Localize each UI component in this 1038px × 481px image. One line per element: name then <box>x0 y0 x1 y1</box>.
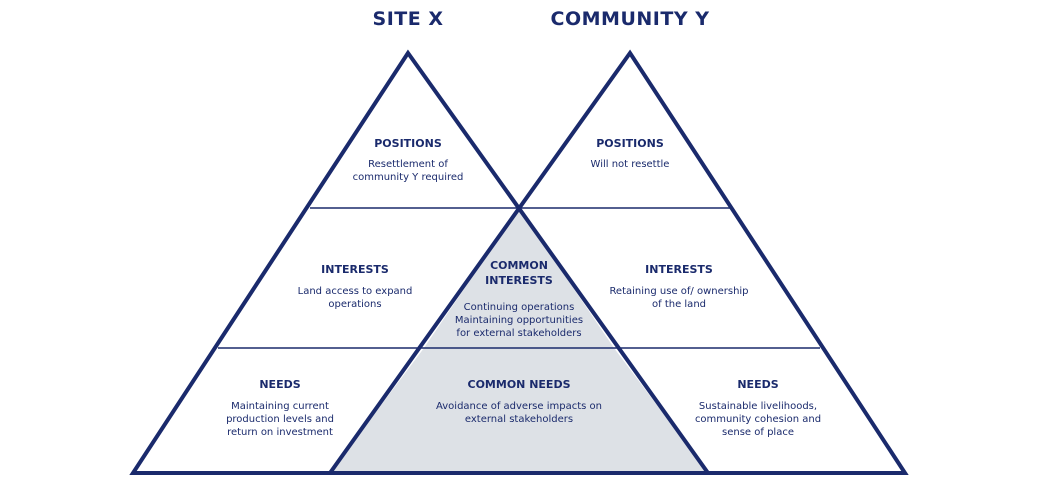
left-interests-heading: INTERESTS <box>321 263 389 276</box>
left-interests-line: Land access to expand <box>297 286 413 297</box>
right-interests-line: of the land <box>652 299 706 310</box>
right-positions: POSITIONS Will not resettle <box>550 137 710 171</box>
right-positions-line: Will not resettle <box>590 159 670 170</box>
common-needs-text: Avoidance of adverse impacts on external… <box>419 400 619 426</box>
right-title: COMMUNITY Y <box>550 8 710 30</box>
common-interests: COMMON INTERESTS Continuing operations M… <box>439 258 599 340</box>
right-interests-text: Retaining use of/ ownership of the land <box>589 285 769 311</box>
left-interests-line: operations <box>328 299 382 310</box>
right-needs-line: Sustainable livelihoods, <box>698 401 818 412</box>
left-positions-line: community Y required <box>352 172 464 183</box>
left-positions-heading: POSITIONS <box>374 137 442 150</box>
right-needs-line: sense of place <box>722 427 794 438</box>
common-needs-heading: COMMON NEEDS <box>467 378 571 391</box>
right-needs-line: community cohesion and <box>694 414 822 425</box>
right-interests-line: Retaining use of/ ownership <box>609 286 749 297</box>
left-positions-line: Resettlement of <box>368 159 448 170</box>
right-positions-heading: POSITIONS <box>596 137 664 150</box>
right-needs-text: Sustainable livelihoods, community cohes… <box>673 400 843 439</box>
right-interests-heading: INTERESTS <box>645 263 713 276</box>
left-needs: NEEDS Maintaining current production lev… <box>195 378 365 439</box>
left-needs-heading: NEEDS <box>259 378 301 391</box>
left-title: SITE X <box>372 8 444 30</box>
right-triangle <box>326 49 909 475</box>
left-needs-line: return on investment <box>227 427 333 438</box>
common-interests-line: Maintaining opportunities <box>454 315 584 326</box>
right-interests: INTERESTS Retaining use of/ ownership of… <box>589 263 769 311</box>
common-interests-heading: COMMON INTERESTS <box>439 258 599 288</box>
common-needs: COMMON NEEDS Avoidance of adverse impact… <box>419 378 619 426</box>
common-interests-text: Continuing operations Maintaining opport… <box>439 301 599 340</box>
common-interests-heading-line: COMMON <box>490 259 548 272</box>
common-needs-line: external stakeholders <box>464 414 574 425</box>
left-positions: POSITIONS Resettlement of community Y re… <box>328 137 488 184</box>
right-needs-heading: NEEDS <box>737 378 779 391</box>
left-needs-line: Maintaining current <box>231 401 329 412</box>
left-needs-line: production levels and <box>226 414 334 425</box>
common-needs-line: Avoidance of adverse impacts on <box>436 401 602 412</box>
left-interests-text: Land access to expand operations <box>265 285 445 311</box>
left-needs-text: Maintaining current production levels an… <box>195 400 365 439</box>
right-positions-text: Will not resettle <box>550 158 710 171</box>
common-needs-region <box>330 348 708 473</box>
common-interests-heading-line: INTERESTS <box>485 274 553 287</box>
common-interests-line: for external stakeholders <box>456 328 582 339</box>
left-interests: INTERESTS Land access to expand operatio… <box>265 263 445 311</box>
left-positions-text: Resettlement of community Y required <box>328 158 488 184</box>
right-needs: NEEDS Sustainable livelihoods, community… <box>673 378 843 439</box>
common-interests-region <box>424 208 614 348</box>
common-interests-line: Continuing operations <box>463 302 575 313</box>
